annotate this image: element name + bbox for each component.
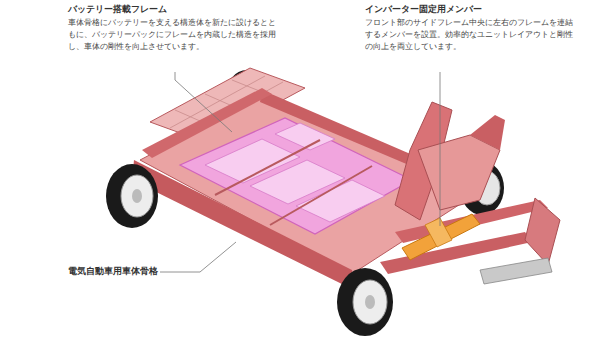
wheel: [106, 164, 158, 228]
callout-text: フロント部のサイドフレーム中央に左右のフレームを連結するメンバーを設置。効率的な…: [365, 17, 579, 53]
subframe: [480, 258, 552, 284]
wheel: [337, 268, 393, 336]
leader-line: [160, 242, 236, 272]
leader-line: [175, 72, 232, 132]
callout-heading: インバーター固定用メンバー: [365, 4, 590, 14]
callout-heading: バッテリー搭載フレーム: [68, 4, 283, 14]
front-tower: [470, 115, 505, 150]
part-label: 電気自動車用車体骨格: [68, 266, 158, 276]
leader-line: [440, 72, 441, 226]
bumper-beam: [525, 198, 560, 265]
callout-text: 車体骨格にバッテリーを支える構造体を新たに設けるとともに、バッテリーパックにフレ…: [68, 17, 276, 53]
inverter-member: [425, 218, 452, 247]
side-sill: [132, 160, 354, 290]
front-tower: [418, 135, 500, 210]
inverter-member: [402, 214, 480, 260]
